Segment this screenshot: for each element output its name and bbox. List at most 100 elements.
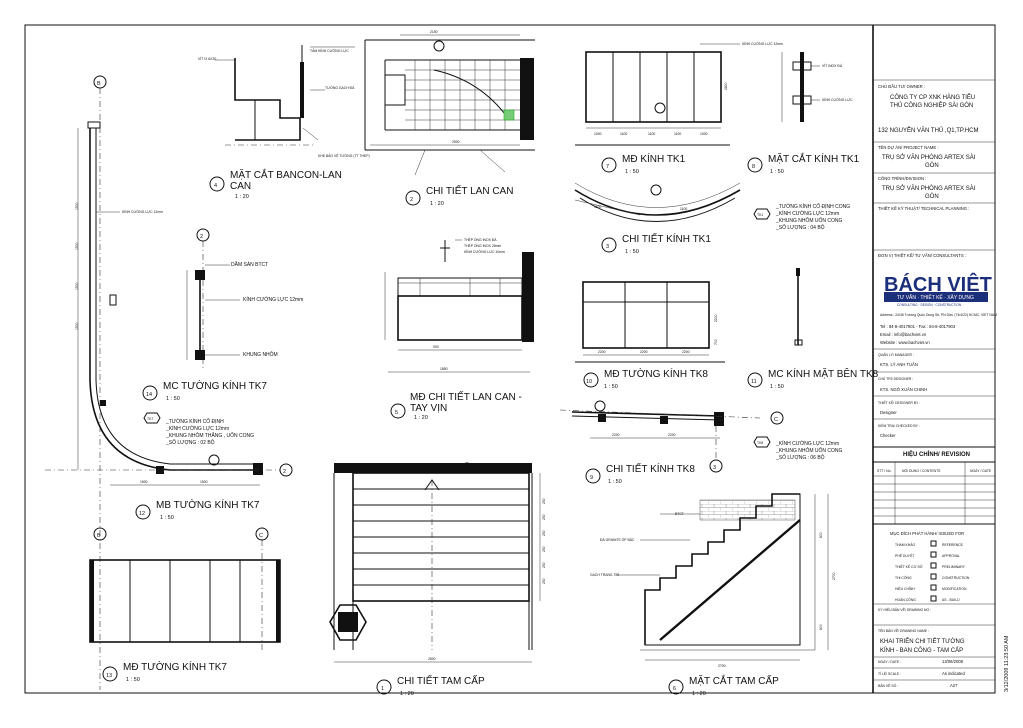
svg-text:2: 2 — [410, 197, 413, 203]
svg-text:4: 4 — [214, 183, 217, 189]
checker-value: Checker — [880, 433, 896, 438]
company-address: Address : 24/36 Trương Quốc Dung Str, PN… — [880, 313, 997, 317]
svg-text:11: 11 — [751, 379, 757, 385]
svg-text:13: 13 — [106, 673, 112, 679]
view-8-section-tk1: VÍT INOX ĐÁ KÍNH CƯỜNG LỰC 8 MẶT CẮT KÍN… — [747, 52, 860, 231]
view-1-steps-detail: 2500 250 250 250 250 250 250 1 CHI TIẾT … — [329, 462, 546, 697]
svg-text:NỘI DUNG / CONTENTS: NỘI DUNG / CONTENTS — [902, 468, 941, 473]
issue-checkbox[interactable] — [930, 551, 937, 558]
issue-checkbox[interactable] — [930, 562, 937, 569]
svg-text:1500: 1500 — [75, 282, 79, 290]
svg-text:900: 900 — [433, 345, 439, 349]
svg-text:THAM KHẢO: THAM KHẢO — [895, 542, 916, 547]
svg-text:2700: 2700 — [832, 572, 836, 580]
view-13-elevation-tk7: B C 13 MĐ TƯỜNG KÍNH TK7 1 : 50 — [89, 527, 281, 683]
owner-label: CHỦ ĐẦU TƯ/ OWNER : — [878, 84, 925, 89]
project-label: TÊN DỰ ÁN/ PROJECT NAME : — [878, 145, 939, 150]
view-6-tag: 6 — [668, 679, 684, 695]
svg-text:12: 12 — [139, 511, 145, 517]
svg-text:2700: 2700 — [718, 664, 726, 668]
svg-text:7: 7 — [606, 164, 609, 170]
svg-text:2800: 2800 — [724, 82, 728, 90]
view-12-scale: 1 : 50 — [160, 515, 174, 521]
division-name-2: GÒN — [925, 193, 939, 200]
view-5-handrail-elevation: 900 1850 THÉP ỐNG INOX ĐÁ THÉP ỐNG INOX … — [384, 237, 534, 421]
svg-text:3: 3 — [713, 465, 716, 471]
view-14-title: MC TƯỜNG KÍNH TK7 — [163, 379, 267, 392]
svg-text:TẤM KÍNH CƯỜNG LỰC: TẤM KÍNH CƯỜNG LỰC — [310, 48, 349, 53]
tk7-note-2: _KÍNH CƯỜNG LỰC 12mm — [165, 425, 229, 432]
designer-label: THIẾT KẾ/ DESIGNER BY : — [878, 400, 920, 405]
owner-name-1: CÔNG TY CP XNK HÀNG TIỂU — [890, 94, 975, 101]
svg-text:800: 800 — [819, 532, 823, 538]
view-7-scale: 1 : 50 — [625, 169, 639, 175]
svg-text:250: 250 — [542, 562, 546, 568]
view-5-scale: 1 : 20 — [414, 415, 428, 421]
company-tel: Tel : 84-8-4017901 - Fax : 84-8-4017903 — [880, 324, 956, 329]
drawing-name-1: KHAI TRIỂN CHI TIẾT TƯỜNG — [880, 638, 965, 645]
view-10-tag: 10 — [583, 372, 599, 388]
svg-text:MODIFICATION: MODIFICATION — [942, 587, 967, 591]
tk7-note-3: _KHUNG NHÔM THẲNG , UỐN CONG — [165, 432, 254, 439]
svg-text:C: C — [259, 533, 263, 539]
issue-checkbox[interactable] — [930, 584, 937, 591]
view-13-title: MĐ TƯỜNG KÍNH TK7 — [123, 660, 227, 673]
sheet-id: 3/12/2009 11:23:50 AM — [1004, 635, 1010, 692]
view-8-tag: 8 — [747, 157, 763, 173]
tk7-note-4: _SỐ LƯỢNG : 02 BỘ — [165, 439, 215, 446]
svg-text:1850: 1850 — [440, 367, 448, 371]
svg-text:TƯ VẤN · THIẾT KẾ · XÂY DỰNG: TƯ VẤN · THIẾT KẾ · XÂY DỰNG — [897, 294, 974, 301]
svg-text:2150: 2150 — [430, 30, 438, 34]
view-10-elevation-tk8: 2200 2200 2200 2200 700 10 MĐ TƯỜNG KÍNH… — [575, 281, 725, 390]
date-label: NGÀY / DATE : — [878, 660, 901, 664]
project-name-1: TRỤ SỞ VĂN PHÒNG ARTEX SÀI — [882, 154, 976, 161]
svg-text:2200: 2200 — [668, 433, 676, 437]
view-2-tag: 2 — [405, 190, 421, 206]
svg-text:14: 14 — [146, 392, 152, 398]
chief-label: CHỦ TRÌ/ DESIGNER : — [878, 376, 913, 381]
scale-value: As indicated — [942, 671, 965, 676]
designer-value: Designer — [880, 410, 897, 415]
view-4-title-b: CAN — [230, 181, 251, 192]
issue-checkbox[interactable] — [930, 540, 937, 547]
tk1-note-1: _TƯỜNG KÍNH CỐ ĐỊNH CONG — [775, 203, 850, 210]
scale-label: TỈ LỆ/ SCALE : — [878, 671, 901, 676]
company-logo: BÁCH VIỆT TƯ VẤN · THIẾT KẾ · XÂY DỰNG C… — [884, 272, 992, 307]
svg-text:6: 6 — [673, 686, 676, 692]
svg-text:2200: 2200 — [598, 350, 606, 354]
issue-checkbox[interactable] — [930, 573, 937, 580]
view-6-title: MẶT CẮT TAM CẤP — [689, 674, 779, 687]
chief-name: KTS. NGÔ XUÂN CHINH — [880, 387, 927, 392]
view-3-scale: 1 : 50 — [625, 249, 639, 255]
svg-text:C: C — [774, 417, 778, 423]
svg-text:1500: 1500 — [75, 322, 79, 330]
svg-text:KHUNG NHÔM: KHUNG NHÔM — [243, 351, 278, 358]
view-13-tag: 13 — [102, 666, 118, 682]
svg-text:B: B — [97, 81, 101, 87]
svg-text:THI CÔNG: THI CÔNG — [895, 575, 912, 580]
view-7-title: MĐ KÍNH TK1 — [622, 152, 686, 165]
svg-text:BTCT: BTCT — [675, 512, 684, 516]
view-3-tag: 3 — [601, 237, 617, 253]
view-5-tag: 5 — [390, 403, 406, 419]
view-1-tag: 1 — [376, 679, 392, 695]
view-2-scale: 1 : 20 — [430, 201, 444, 207]
svg-text:2200: 2200 — [612, 433, 620, 437]
sheet-label: BẢN VẼ SỐ : — [878, 683, 898, 688]
view-9-detail-tk8: C 3 2200 2200 9 CHI TIẾT KÍNH TK8 1 : 50… — [559, 400, 843, 485]
svg-text:1100: 1100 — [620, 132, 627, 136]
view-4-balcony-section: VÍT IX 6X30 TƯỜNG GẠCH ĐÀ KHE BẢO VỆ TƯỜ… — [198, 45, 370, 200]
view-2-title: CHI TIẾT LAN CAN — [426, 184, 513, 197]
view-14-section-tk7: 2 DẦM SÀN BTCT KÍNH CƯỜNG LỰC 12mm KHUNG… — [142, 228, 303, 446]
issue-checkbox[interactable] — [930, 595, 937, 602]
view-11-title: MC KÍNH MẶT BÊN TK8 — [768, 367, 879, 380]
tk1-note-3: _KHUNG NHÔM UỐN CONG — [775, 217, 843, 224]
svg-text:ĐÁ GRANITE ỐP BẬC: ĐÁ GRANITE ỐP BẬC — [600, 537, 635, 542]
view-6-scale: 1 : 20 — [692, 691, 706, 697]
view-14-scale: 1 : 50 — [166, 396, 180, 402]
svg-text:PHÊ DUYỆT: PHÊ DUYỆT — [895, 553, 914, 558]
svg-text:AS - BUILD: AS - BUILD — [942, 598, 960, 602]
svg-text:10: 10 — [586, 379, 592, 385]
